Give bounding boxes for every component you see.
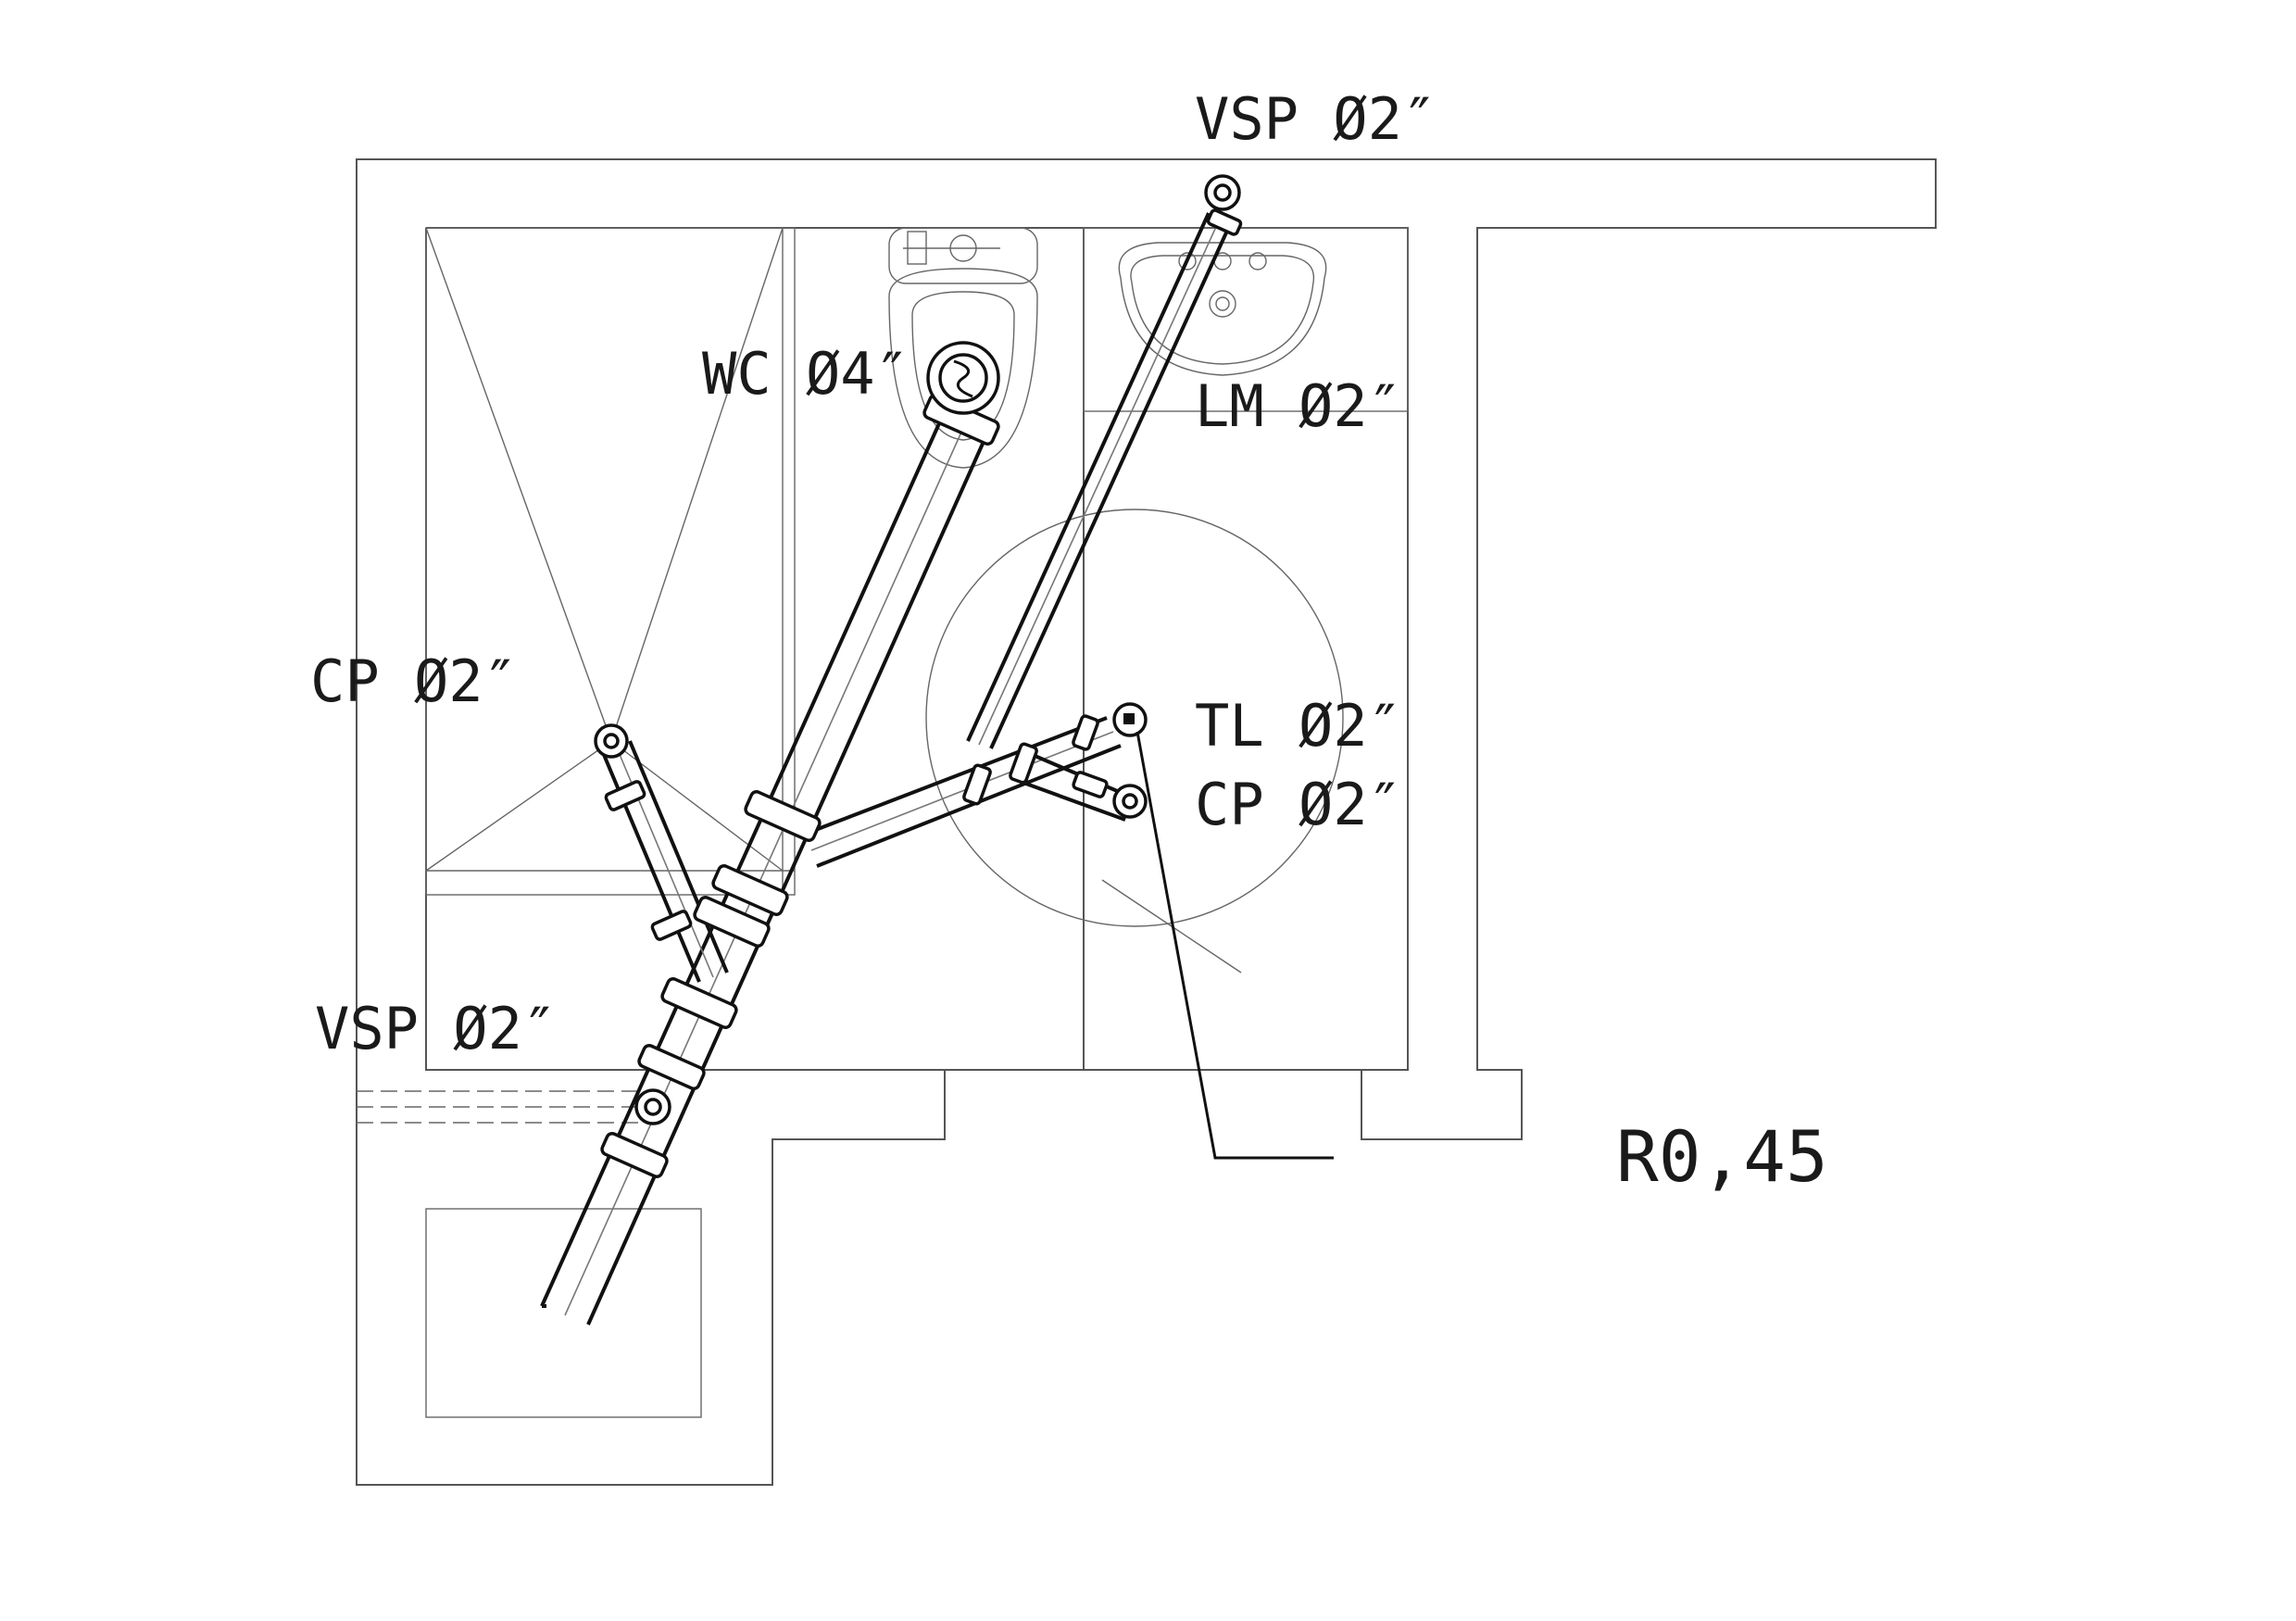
label-cp-left: CP Ø2″ bbox=[310, 647, 518, 715]
label-lm: LM Ø2″ bbox=[1195, 372, 1402, 440]
inner-wall bbox=[425, 227, 1409, 1071]
vsp-branch-pipe bbox=[989, 220, 1234, 749]
callout-leader bbox=[1135, 731, 1334, 1160]
outer-wall bbox=[356, 158, 1937, 1486]
tl-branch-pipe bbox=[816, 744, 1122, 868]
cp-right-pipe bbox=[1023, 781, 1126, 822]
cp-left-pipe bbox=[600, 749, 701, 983]
walls bbox=[356, 158, 1937, 1486]
label-wc: WC Ø4″ bbox=[702, 340, 910, 408]
labels: VSP Ø2″ WC Ø4″ LM Ø2″ CP Ø2″ TL Ø2″ CP Ø… bbox=[310, 85, 1828, 1198]
main-pipe bbox=[540, 421, 942, 1307]
label-vsp-top: VSP Ø2″ bbox=[1195, 85, 1437, 153]
washbasin bbox=[1083, 227, 1409, 412]
pipe-network bbox=[540, 174, 1243, 1326]
tl-branch-pipe bbox=[805, 716, 1108, 836]
main-pipe bbox=[586, 434, 988, 1326]
label-tl: TL Ø2″ bbox=[1195, 692, 1402, 760]
label-callout: R0,45 bbox=[1616, 1115, 1828, 1198]
cp-left-pipe bbox=[628, 740, 729, 974]
label-vsp-left: VSP Ø2″ bbox=[315, 995, 557, 1062]
label-cp-right: CP Ø2″ bbox=[1195, 771, 1402, 838]
storage-box bbox=[425, 1208, 702, 1418]
vsp-branch-pipe bbox=[966, 212, 1211, 742]
